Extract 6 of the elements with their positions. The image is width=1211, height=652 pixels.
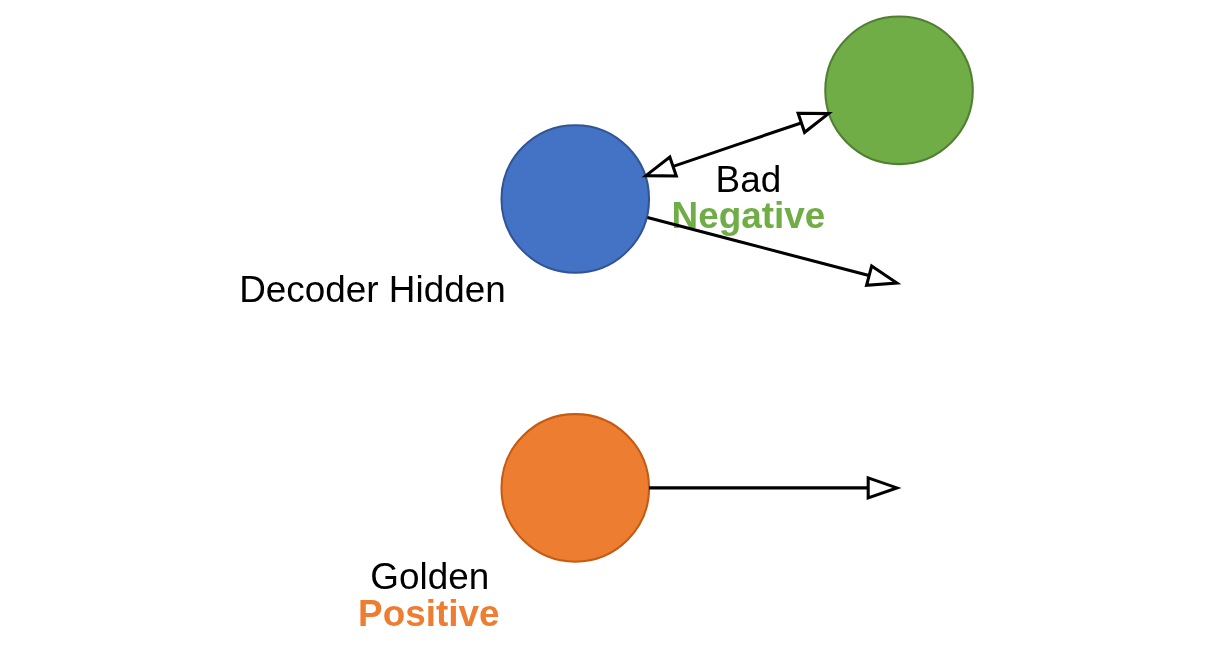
node-circle (823, 15, 974, 166)
arrow (646, 215, 901, 288)
arrow (641, 111, 833, 178)
node-circle (499, 124, 650, 274)
node-circle (499, 413, 650, 563)
node-label: Decoder Hidden (238, 269, 506, 311)
